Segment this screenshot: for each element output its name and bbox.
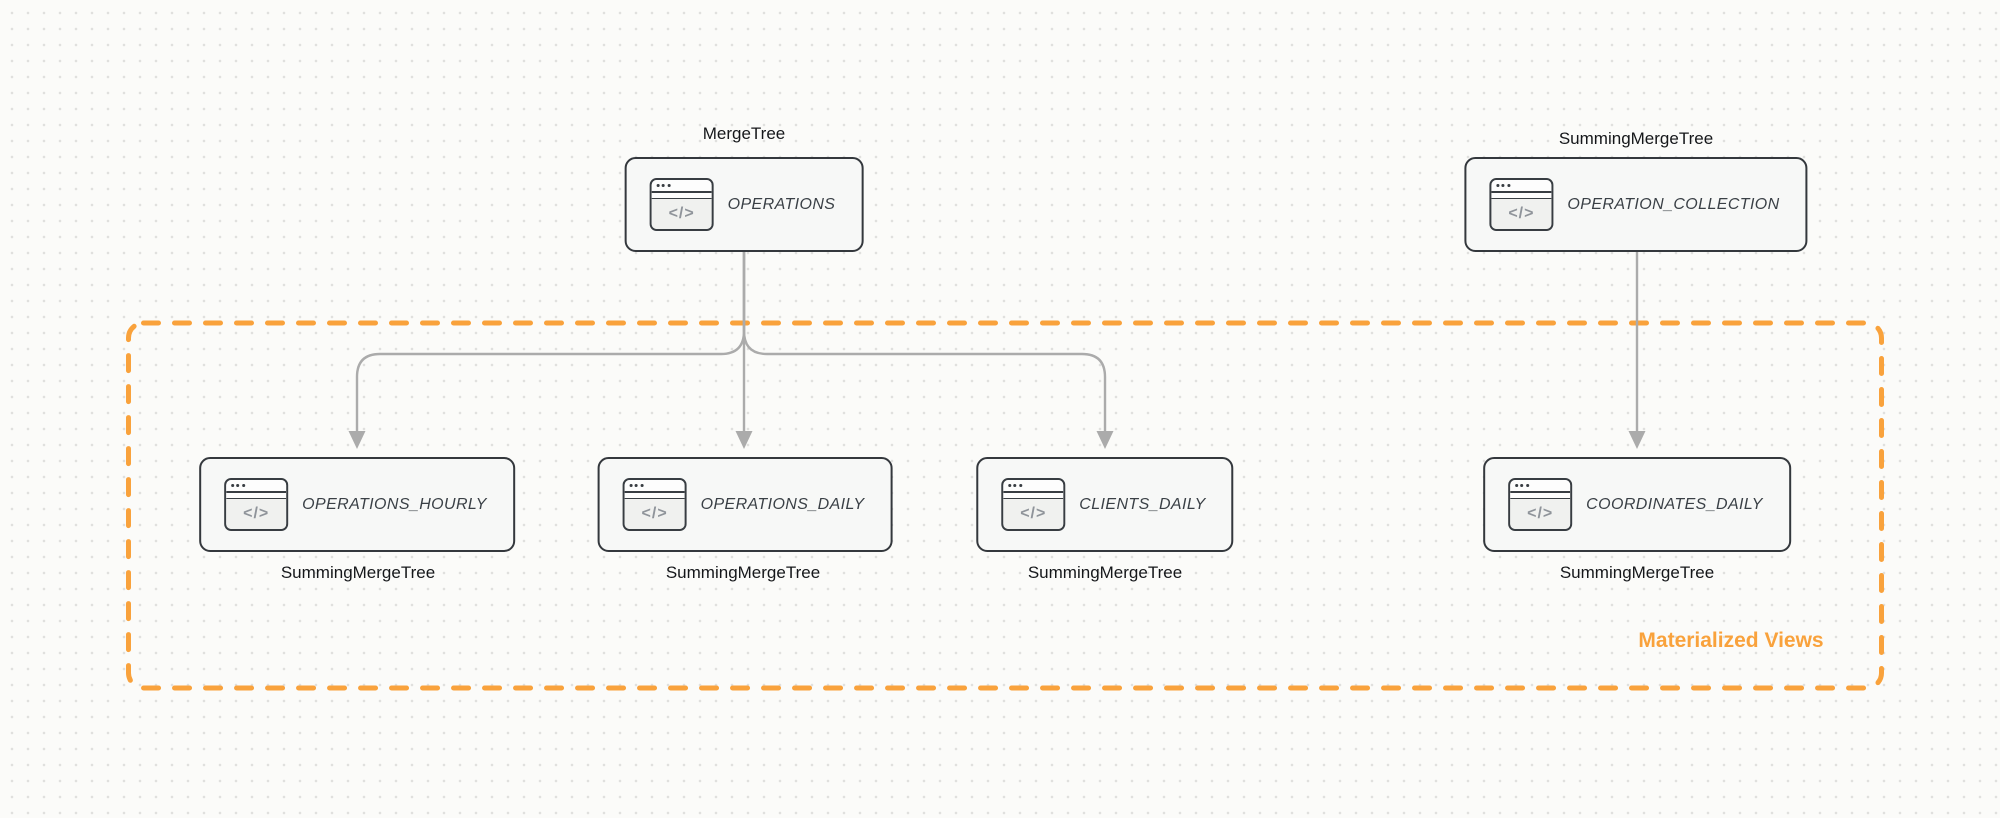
window-dots — [1510, 480, 1571, 493]
window-dots — [226, 480, 287, 493]
window-dots — [1003, 480, 1064, 493]
table-name: CLIENTS_DAILY — [1079, 495, 1206, 513]
node-operations[interactable]: </> OPERATIONS — [624, 157, 864, 252]
window-dots — [651, 180, 712, 193]
node-coordinates-daily[interactable]: </> COORDINATES_DAILY — [1483, 457, 1791, 552]
engine-label-coordinates-daily: SummingMergeTree — [1559, 563, 1715, 582]
node-operation-collection[interactable]: </> OPERATION_COLLECTION — [1464, 157, 1808, 252]
table-name: COORDINATES_DAILY — [1586, 495, 1763, 513]
arrowhead-coordinates-daily — [1628, 431, 1646, 449]
code-window-icon: </> — [1001, 478, 1066, 531]
code-window-icon: </> — [224, 478, 289, 531]
node-operations-hourly[interactable]: </> OPERATIONS_HOURLY — [199, 457, 515, 552]
code-window-icon: </> — [622, 478, 687, 531]
window-dots — [624, 480, 685, 493]
code-glyph: </> — [226, 499, 287, 529]
code-glyph: </> — [1491, 199, 1552, 229]
edge-operations-to-clients-daily — [742, 252, 1107, 432]
code-glyph: </> — [1003, 499, 1064, 529]
table-name: OPERATIONS_HOURLY — [302, 495, 487, 513]
window-dots — [1491, 180, 1552, 193]
node-clients-daily[interactable]: </> CLIENTS_DAILY — [976, 457, 1234, 552]
engine-label-operations-hourly: SummingMergeTree — [280, 563, 436, 582]
node-operations-daily[interactable]: </> OPERATIONS_DAILY — [597, 457, 893, 552]
engine-label-clients-daily: SummingMergeTree — [1027, 563, 1183, 582]
engine-label-operation-collection: SummingMergeTree — [1558, 129, 1714, 148]
arrowhead-clients-daily — [1096, 431, 1114, 449]
table-name: OPERATIONS_DAILY — [700, 495, 865, 513]
engine-label-operations-daily: SummingMergeTree — [665, 563, 821, 582]
code-glyph: </> — [1510, 499, 1571, 529]
code-glyph: </> — [624, 499, 685, 529]
code-window-icon: </> — [1489, 178, 1554, 231]
edge-operations-to-operations-hourly — [355, 252, 746, 432]
arrowhead-operations-daily — [735, 431, 753, 449]
code-glyph: </> — [651, 199, 712, 229]
arrowhead-operations-hourly — [348, 431, 366, 449]
materialized-views-region-label: Materialized Views — [1638, 629, 1824, 652]
code-window-icon: </> — [649, 178, 714, 231]
code-window-icon: </> — [1508, 478, 1573, 531]
table-name: OPERATIONS — [727, 195, 836, 213]
table-name: OPERATION_COLLECTION — [1567, 195, 1780, 213]
engine-label-operations: MergeTree — [702, 124, 786, 143]
